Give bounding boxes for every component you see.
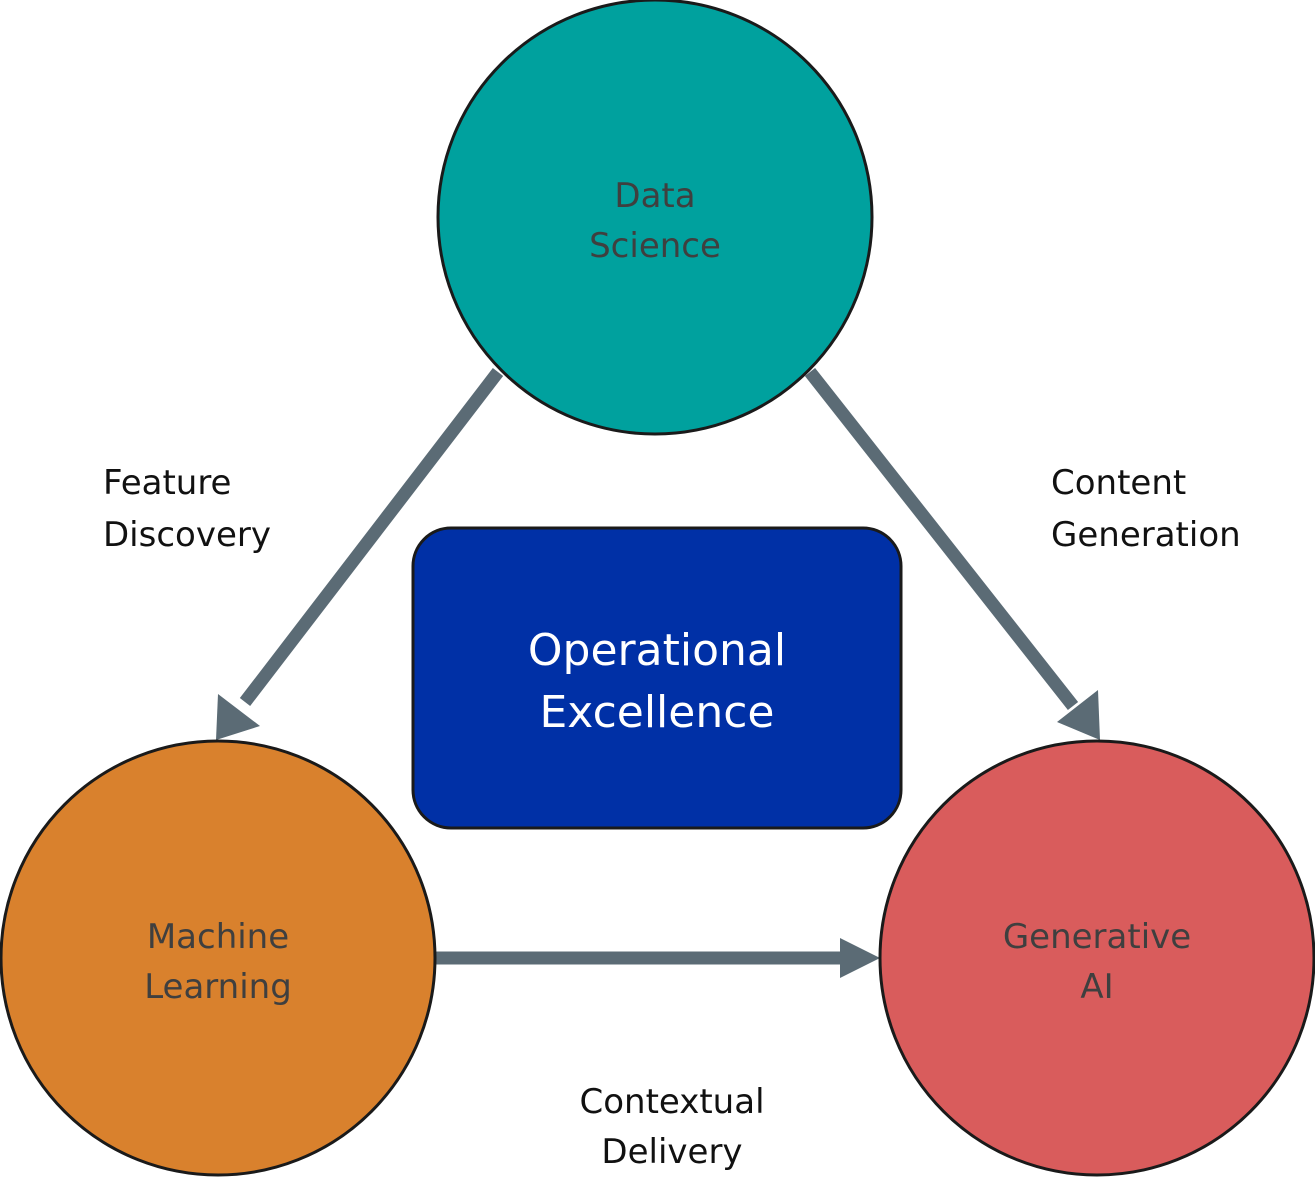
feature-discovery-line2: Discovery — [103, 515, 271, 555]
edge-label-contextual-delivery: Contextual Delivery — [579, 1082, 764, 1172]
center-label-line1: Operational — [528, 625, 786, 676]
machine-learning-label-line2: Learning — [144, 967, 292, 1007]
center-label-line2: Excellence — [540, 687, 775, 738]
data-science-label-line2: Science — [589, 226, 721, 266]
node-generative-ai: Generative AI — [878, 739, 1315, 1177]
machine-learning-circle — [0, 739, 437, 1177]
node-data-science: Data Science — [436, 0, 874, 436]
feature-discovery-line1: Feature — [103, 463, 231, 503]
center-box-rect — [411, 526, 903, 830]
node-machine-learning: Machine Learning — [0, 739, 437, 1177]
generative-ai-label-line1: Generative — [1003, 917, 1191, 957]
center-box: Operational Excellence — [411, 526, 903, 830]
arrow-data-science-to-machine-learning — [216, 368, 504, 740]
data-science-label-line1: Data — [614, 176, 695, 216]
data-science-circle — [436, 0, 874, 436]
machine-learning-label-line1: Machine — [147, 917, 289, 957]
arrow-machine-learning-to-generative-ai — [435, 938, 880, 978]
generative-ai-label-line2: AI — [1080, 967, 1113, 1007]
arrow-data-science-to-generative-ai — [804, 367, 1100, 740]
content-generation-line1: Content — [1051, 463, 1186, 503]
generative-ai-circle — [878, 739, 1315, 1177]
contextual-delivery-line1: Contextual — [579, 1082, 764, 1122]
edge-label-content-generation: Content Generation — [1051, 463, 1241, 555]
contextual-delivery-line2: Delivery — [601, 1132, 742, 1172]
content-generation-line2: Generation — [1051, 515, 1241, 555]
edge-label-feature-discovery: Feature Discovery — [103, 463, 271, 555]
